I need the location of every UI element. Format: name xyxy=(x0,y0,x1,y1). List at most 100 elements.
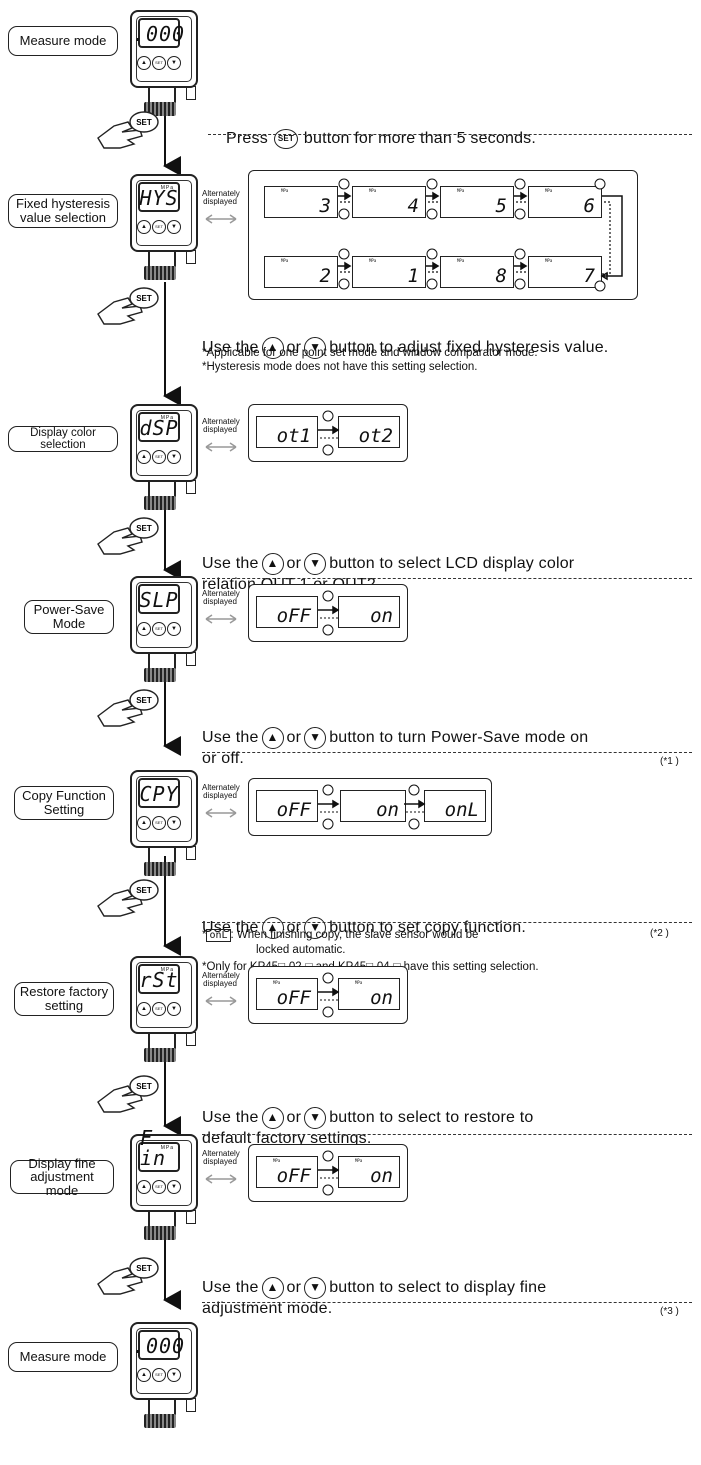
down-icon: ▼ xyxy=(167,450,181,464)
copy-function-instruction: Use the▲or▼button to set copy function. xyxy=(202,896,526,939)
alternately-displayed-label: Alternately displayed xyxy=(202,1149,240,1167)
double-arrow-icon xyxy=(205,1174,237,1184)
up-arrow-icon: ▲ xyxy=(261,336,284,359)
alternately-displayed-label: Alternately displayed xyxy=(202,417,240,435)
set-button-icon: SET xyxy=(152,1368,166,1382)
toggle-arrows xyxy=(404,784,426,830)
divider xyxy=(202,578,692,579)
onl-code-box: onL xyxy=(206,929,231,942)
hand-press-set-icon: SET xyxy=(97,287,159,325)
up-arrow-icon: ▲ xyxy=(261,1106,284,1129)
hysteresis-instruction: Use the▲or▼button to adjust fixed hyster… xyxy=(202,316,608,359)
hand-press-set-icon: SET xyxy=(97,111,159,149)
step-label-copy-function: Copy Function Setting xyxy=(14,786,114,820)
down-arrow-icon: ▼ xyxy=(304,1106,327,1129)
down-icon: ▼ xyxy=(167,1368,181,1382)
down-icon: ▼ xyxy=(167,622,181,636)
alternately-displayed-label: Alternately displayed xyxy=(202,589,240,607)
power-save-instruction: Use the▲or▼button to turn Power-Save mod… xyxy=(202,706,588,770)
down-arrow-icon: ▼ xyxy=(304,1276,327,1299)
step-label-fixed-hysteresis: Fixed hysteresis value selection xyxy=(8,194,118,228)
set-button-icon: SET xyxy=(152,622,166,636)
set-icon: SET xyxy=(273,128,298,149)
toggle-arrows xyxy=(318,590,340,636)
lcd-display: .000 xyxy=(133,1330,184,1360)
up-arrow-icon: ▲ xyxy=(261,726,284,749)
toggle-arrows xyxy=(318,972,340,1018)
svg-text:SET: SET xyxy=(136,1264,152,1273)
up-icon: ▲ xyxy=(137,450,151,464)
up-icon: ▲ xyxy=(137,56,151,70)
up-icon: ▲ xyxy=(137,1368,151,1382)
toggle-arrows xyxy=(318,410,340,456)
down-icon: ▼ xyxy=(167,1180,181,1194)
down-arrow-icon: ▼ xyxy=(304,552,327,575)
up-icon: ▲ xyxy=(137,1180,151,1194)
svg-text:SET: SET xyxy=(136,524,152,533)
divider xyxy=(202,1302,692,1303)
option-display-ot1: ot1 xyxy=(256,416,318,448)
down-arrow-icon: ▼ xyxy=(304,916,327,939)
down-arrow-icon: ▼ xyxy=(304,726,327,749)
hand-press-set-icon: SET xyxy=(97,517,159,555)
set-button-icon: SET xyxy=(152,1180,166,1194)
option-display-onl: onL xyxy=(424,790,486,822)
down-icon: ▼ xyxy=(167,220,181,234)
copy-function-note: *onL: When finishing copy, the slave sen… xyxy=(202,929,479,942)
set-button-icon: SET xyxy=(152,56,166,70)
down-icon: ▼ xyxy=(167,816,181,830)
fine-adjust-instruction: Use the▲or▼button to select to display f… xyxy=(202,1256,546,1320)
alternately-displayed-label: Alternately displayed xyxy=(202,189,240,207)
hysteresis-cycle-arrows xyxy=(338,178,623,292)
lcd-display: CPY xyxy=(138,778,180,808)
hand-press-set-icon: SET xyxy=(97,879,159,917)
sensor-device: SLP ▲SET▼ xyxy=(130,576,198,682)
copy-function-note-line2: locked automatic. xyxy=(256,944,346,956)
divider xyxy=(202,1134,692,1135)
double-arrow-icon xyxy=(205,214,237,224)
up-icon: ▲ xyxy=(137,220,151,234)
svg-text:SET: SET xyxy=(136,294,152,303)
down-arrow-icon: ▼ xyxy=(304,336,327,359)
sensor-device: .000 ▲SET▼ xyxy=(130,10,198,116)
sensor-device: CPY ▲SET▼ xyxy=(130,770,198,876)
set-button-icon: SET xyxy=(152,220,166,234)
down-icon: ▼ xyxy=(167,1002,181,1016)
down-icon: ▼ xyxy=(167,56,181,70)
alternately-displayed-label: Alternately displayed xyxy=(202,783,240,801)
option-display-off: oFF xyxy=(256,596,318,628)
toggle-arrows xyxy=(318,1150,340,1196)
svg-text:SET: SET xyxy=(136,886,152,895)
up-icon: ▲ xyxy=(137,1002,151,1016)
double-arrow-icon xyxy=(205,442,237,452)
hand-press-set-icon: SET xyxy=(97,689,159,727)
divider xyxy=(202,752,692,753)
divider xyxy=(202,922,692,923)
option-display-on: on xyxy=(340,790,406,822)
set-button-icon: SET xyxy=(152,1002,166,1016)
lcd-display: .000 xyxy=(133,18,184,48)
hand-press-set-icon: SET xyxy=(97,1257,159,1295)
step-label-restore-factory: Restore factory setting xyxy=(14,982,114,1016)
step-label-measure-mode-end: Measure mode xyxy=(8,1342,118,1372)
svg-text:SET: SET xyxy=(136,1082,152,1091)
up-icon: ▲ xyxy=(137,816,151,830)
option-display-ot2: ot2 xyxy=(338,416,400,448)
footnote-ref-3: (*3 ) xyxy=(660,1306,679,1317)
double-arrow-icon xyxy=(205,996,237,1006)
up-arrow-icon: ▲ xyxy=(261,1276,284,1299)
step-label-power-save: Power-Save Mode xyxy=(24,600,114,634)
